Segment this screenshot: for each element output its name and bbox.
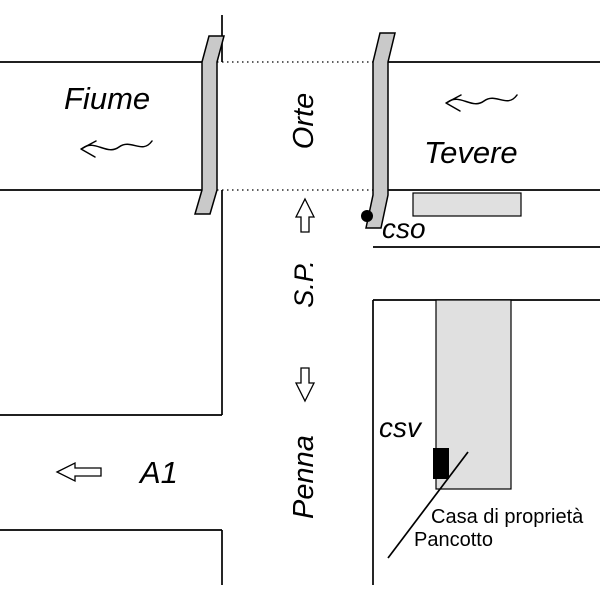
penna-label: Penna (288, 435, 320, 519)
casa-note-line2: Pancotto (414, 529, 493, 551)
fiume-label: Fiume (64, 81, 150, 116)
road-arrow-down (294, 367, 316, 403)
tevere-flow-arrowhead-icon (445, 94, 462, 112)
tevere-label: Tevere (424, 135, 518, 170)
pancotto-house-marker (433, 448, 449, 479)
left-bridge (194, 35, 225, 215)
sp-road-label: S.P. (289, 260, 319, 308)
note-pointer-line (387, 451, 469, 559)
road-arrow-up (294, 197, 316, 233)
a1-arrow-left (55, 461, 102, 483)
tevere-flow-squiggle (447, 94, 518, 105)
right-bridge (365, 32, 396, 229)
fiume-flow-arrowhead-icon (80, 140, 97, 158)
a1-highway-label: A1 (138, 455, 178, 490)
cso-label: cso (382, 213, 426, 244)
fiume-flow-squiggle (82, 140, 153, 151)
csv-label: csv (379, 412, 423, 443)
orte-label: Orte (288, 93, 320, 149)
casa-note-line1: Casa di proprietà (431, 506, 584, 528)
building-near-tevere (412, 192, 522, 217)
cso-dot-marker (361, 210, 373, 222)
